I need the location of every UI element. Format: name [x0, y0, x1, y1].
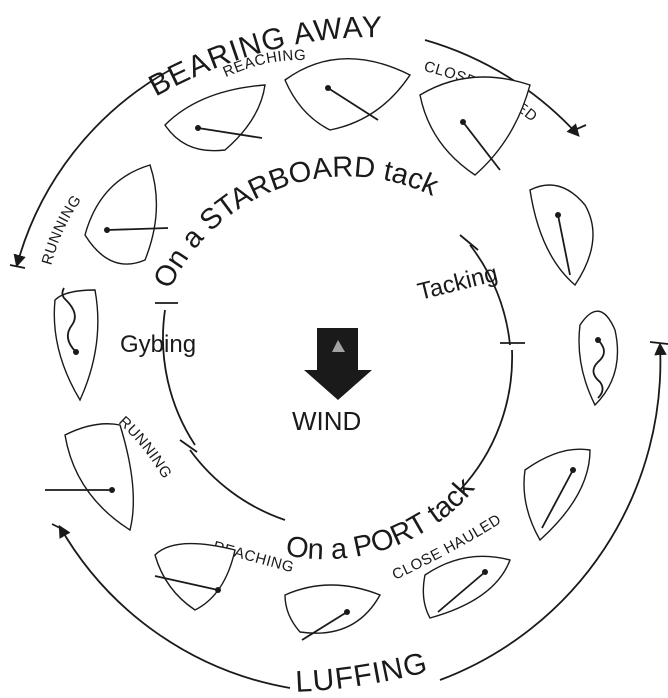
gybing-label: Gybing [120, 331, 196, 358]
tacking-label: Tacking [415, 260, 500, 306]
running-left-label: RUNNING [39, 192, 85, 267]
starboard-tack-label: On a STARBOARD tack [148, 151, 444, 293]
dinghy-boat-icon [165, 85, 265, 151]
dinghy-boat-icon [45, 424, 133, 530]
dinghy-boat-icon [524, 449, 590, 540]
inner-circle-lower-left [190, 450, 285, 520]
dinghy-boat-icon [530, 185, 593, 285]
dinghy-boat-icon [85, 165, 168, 264]
inner-circle-lower-right [460, 350, 512, 490]
wind-arrow-icon [304, 328, 372, 400]
dinghy-boat-icon [420, 77, 530, 175]
luffing-label: LUFFING [295, 646, 432, 698]
dinghy-boat-icon [285, 59, 410, 130]
dinghy-boat-icon [155, 544, 235, 610]
dinghy-boat-icon [579, 311, 618, 405]
dinghy-boat-icon [423, 556, 510, 618]
dinghy-boat-icon [285, 585, 380, 640]
dinghy-boat-icon [54, 288, 98, 400]
wind-label: WIND [292, 406, 361, 436]
